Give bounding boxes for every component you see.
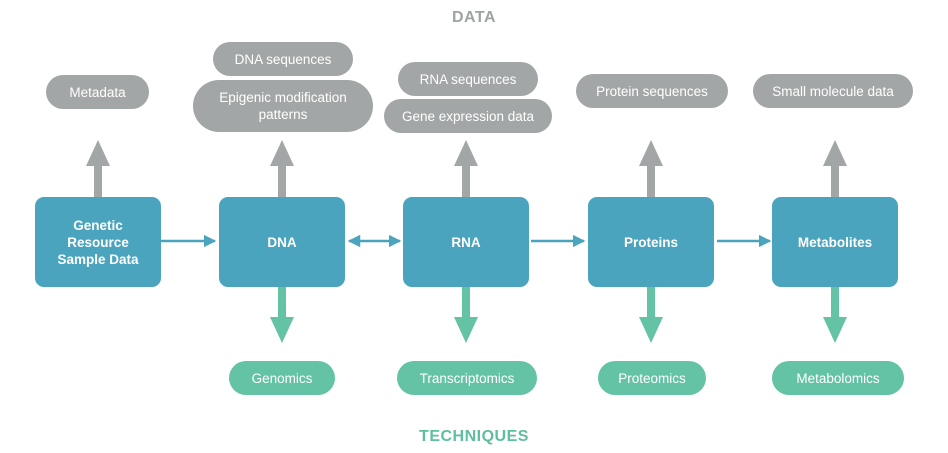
- down-arrow-rna: [454, 287, 478, 343]
- node-rna: RNA: [403, 197, 529, 287]
- data-pill-rna-sequences: RNA sequences: [398, 62, 538, 96]
- up-arrow-dna: [270, 140, 294, 197]
- technique-pill-transcriptomics: Transcriptomics: [397, 361, 537, 395]
- up-arrow-proteins: [639, 140, 663, 197]
- down-arrow-metabolites: [823, 287, 847, 343]
- node-dna: DNA: [219, 197, 345, 287]
- up-arrow-metabolites: [823, 140, 847, 197]
- node-genetic-resource-sample-data: Genetic Resource Sample Data: [35, 197, 161, 287]
- data-section-title: DATA: [451, 9, 497, 26]
- data-pill-small-molecule: Small molecule data: [753, 74, 913, 108]
- node-proteins: Proteins: [588, 197, 714, 287]
- technique-down-arrows: [270, 287, 847, 343]
- down-arrow-proteins: [639, 287, 663, 343]
- technique-pill-metabolomics: Metabolomics: [772, 361, 904, 395]
- up-arrow-rna: [454, 140, 478, 197]
- data-pill-dna-sequences: DNA sequences: [213, 42, 353, 76]
- technique-pill-genomics: Genomics: [229, 361, 335, 395]
- node-metabolites: Metabolites: [772, 197, 898, 287]
- data-pill-epigenic-patterns: Epigenic modification patterns: [193, 80, 373, 132]
- techniques-section-title: TECHNIQUES: [419, 428, 529, 445]
- data-pill-protein-sequences: Protein sequences: [576, 74, 728, 108]
- technique-pill-proteomics: Proteomics: [598, 361, 706, 395]
- data-pill-gene-expression: Gene expression data: [384, 99, 552, 133]
- down-arrow-dna: [270, 287, 294, 343]
- up-arrow-genetic: [86, 140, 110, 197]
- data-pill-metadata: Metadata: [46, 75, 149, 109]
- data-up-arrows: [86, 140, 847, 197]
